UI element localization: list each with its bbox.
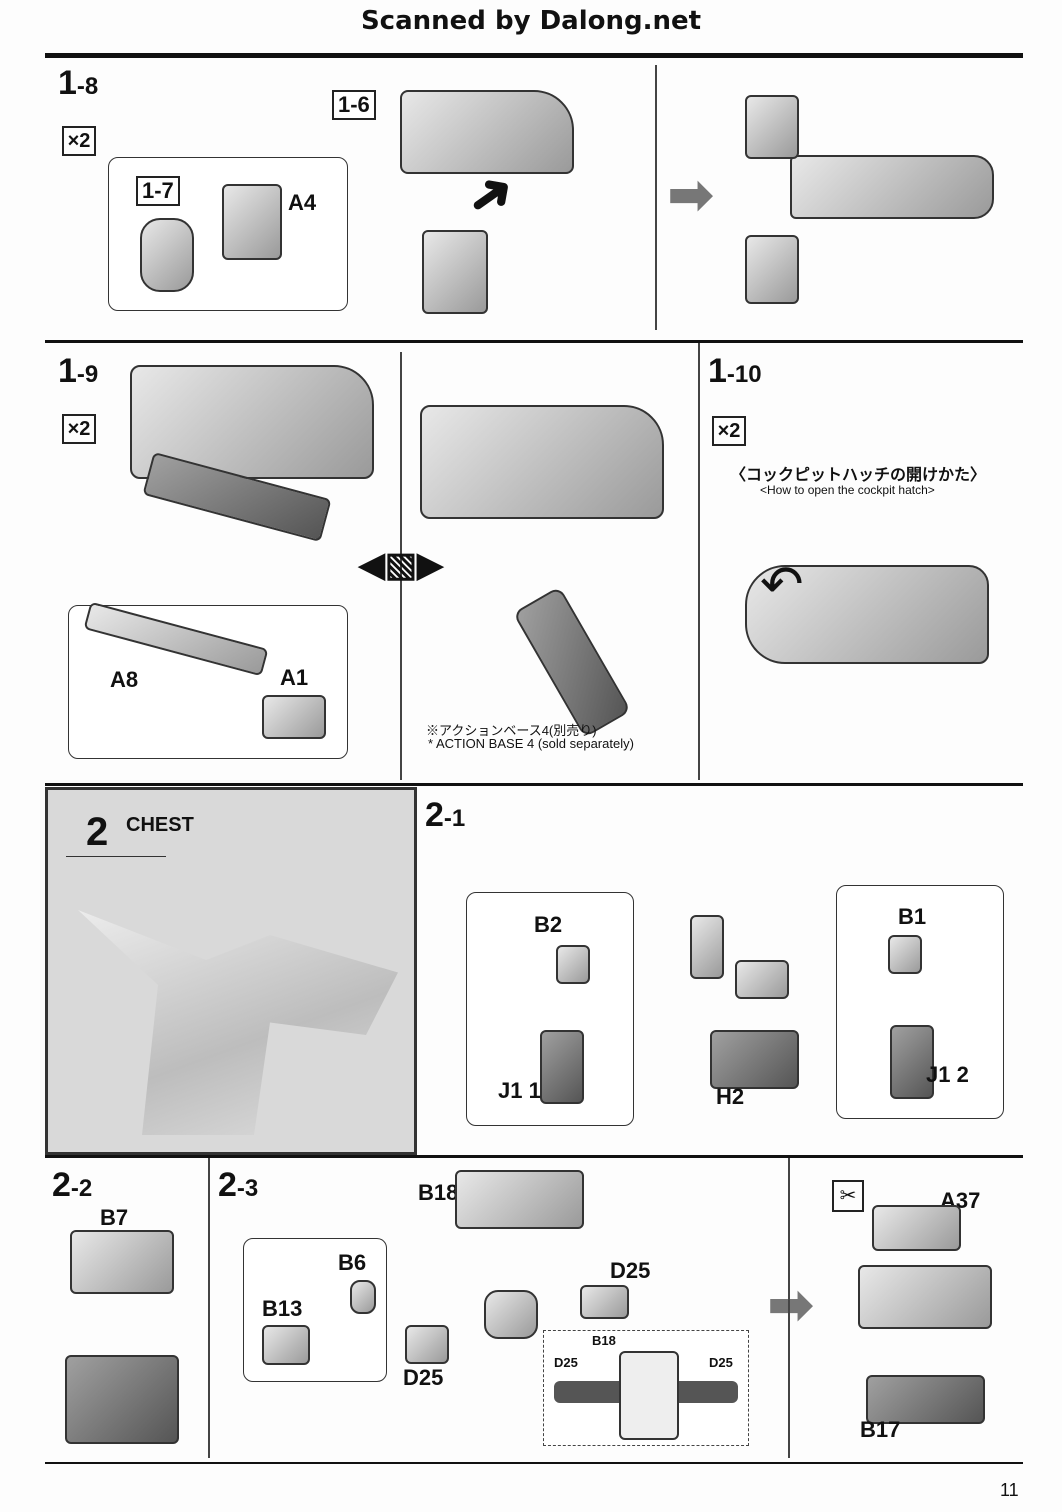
step-2-2-title: 2-2 — [52, 1166, 93, 1204]
divider — [400, 352, 402, 780]
divider — [788, 1158, 790, 1458]
divider — [698, 343, 700, 780]
part-j1-2 — [890, 1025, 934, 1099]
part-a4 — [222, 184, 282, 260]
label-b18: B18 — [418, 1180, 459, 1205]
part-b17 — [866, 1375, 985, 1424]
page-number: 11 — [1000, 1480, 1019, 1500]
quantity-badge: ×2 — [62, 414, 96, 444]
assembled-part — [422, 230, 488, 314]
bottom-rule — [45, 1462, 1023, 1464]
collar-part — [735, 960, 789, 999]
section-underline — [66, 856, 166, 857]
action-base-note-en: * ACTION BASE 4 (sold separately) — [428, 736, 634, 751]
wing-flap-bottom — [745, 235, 799, 304]
part-h2 — [710, 1030, 799, 1089]
part-b7 — [70, 1230, 174, 1294]
divider — [208, 1158, 210, 1458]
next-arrow-icon: ➡ — [668, 165, 714, 225]
scan-credit: Scanned by Dalong.net — [360, 6, 702, 36]
shoulder-part — [690, 915, 724, 979]
cockpit-hatch-title-jp: 〈コックピットハッチの開けかた〉 — [730, 467, 987, 484]
step-2-1-title: 2-1 — [425, 796, 466, 834]
cut-tool-icon: ✂ — [832, 1180, 864, 1212]
label-b1: B1 — [898, 904, 927, 929]
inset-b18 — [619, 1351, 679, 1440]
inset-label-d25-left: D25 — [554, 1355, 578, 1370]
part-b13 — [262, 1325, 310, 1365]
chest-front-part — [65, 1355, 179, 1444]
quantity-badge: ×2 — [62, 126, 96, 156]
wing-top-view — [790, 155, 994, 219]
rotate-arrow-icon: ↶ — [760, 556, 804, 614]
label-h2: H2 — [716, 1084, 745, 1109]
chest-photo-panel: 2 CHEST — [45, 787, 417, 1155]
row-rule — [45, 783, 1023, 786]
step-1-10-title: 1-10 — [708, 352, 762, 390]
thruster-part — [140, 218, 194, 292]
label-b6: B6 — [338, 1250, 367, 1275]
label-b17: B17 — [860, 1417, 901, 1442]
label-j1-1: J1 1 — [498, 1078, 541, 1103]
section-title: CHEST — [126, 814, 194, 836]
row-rule — [45, 340, 1023, 343]
row-rule — [45, 1155, 1023, 1158]
part-d25-right — [580, 1285, 629, 1319]
wing-unit-on-base — [420, 405, 664, 519]
part-j1-1 — [540, 1030, 584, 1104]
step-2-3-title: 2-3 — [218, 1166, 259, 1204]
ref-step-1-7: 1-7 — [136, 176, 180, 206]
label-a8: A8 — [110, 667, 139, 692]
detail-inset: B18 D25 D25 — [543, 1330, 749, 1446]
part-b2 — [556, 945, 590, 984]
label-a1: A1 — [280, 665, 309, 690]
next-arrow-icon: ➡ — [768, 1275, 814, 1335]
label-j1-2: J1 2 — [926, 1062, 969, 1087]
label-a4: A4 — [288, 190, 317, 215]
action-base-arm — [512, 586, 632, 738]
label-b13: B13 — [262, 1296, 303, 1321]
part-d25-left — [405, 1325, 449, 1364]
wing-assembly-part — [400, 90, 574, 174]
swap-option-icon: ◀▧▶ — [358, 546, 444, 584]
part-b18 — [455, 1170, 584, 1229]
action-base-note-jp: ※アクションベース4(別売り) — [426, 723, 597, 738]
inset-label-b18: B18 — [592, 1333, 616, 1348]
label-d25-right: D25 — [610, 1258, 651, 1283]
fighter-part — [745, 565, 989, 664]
label-d25-left: D25 — [403, 1365, 444, 1390]
part-a1 — [262, 695, 326, 739]
quantity-badge: ×2 — [712, 416, 746, 446]
part-b6 — [350, 1280, 376, 1314]
section-number: 2 — [86, 810, 109, 854]
top-rule — [45, 53, 1023, 58]
label-b2: B2 — [534, 912, 563, 937]
ref-step-1-6: 1-6 — [332, 90, 376, 120]
step-1-8-title: 1-8 — [58, 64, 99, 102]
part-b1 — [888, 935, 922, 974]
cockpit-hatch-title-en: <How to open the cockpit hatch> — [760, 483, 935, 497]
part-a37 — [872, 1205, 961, 1251]
wing-flap-top — [745, 95, 799, 159]
neck-joint-part — [484, 1290, 538, 1339]
chest-core-assembly — [858, 1265, 992, 1329]
step-1-9-title: 1-9 — [58, 352, 99, 390]
inset-label-d25-right: D25 — [709, 1355, 733, 1370]
divider — [655, 65, 657, 330]
label-b7: B7 — [100, 1205, 129, 1230]
gundam-photo — [78, 910, 398, 1135]
